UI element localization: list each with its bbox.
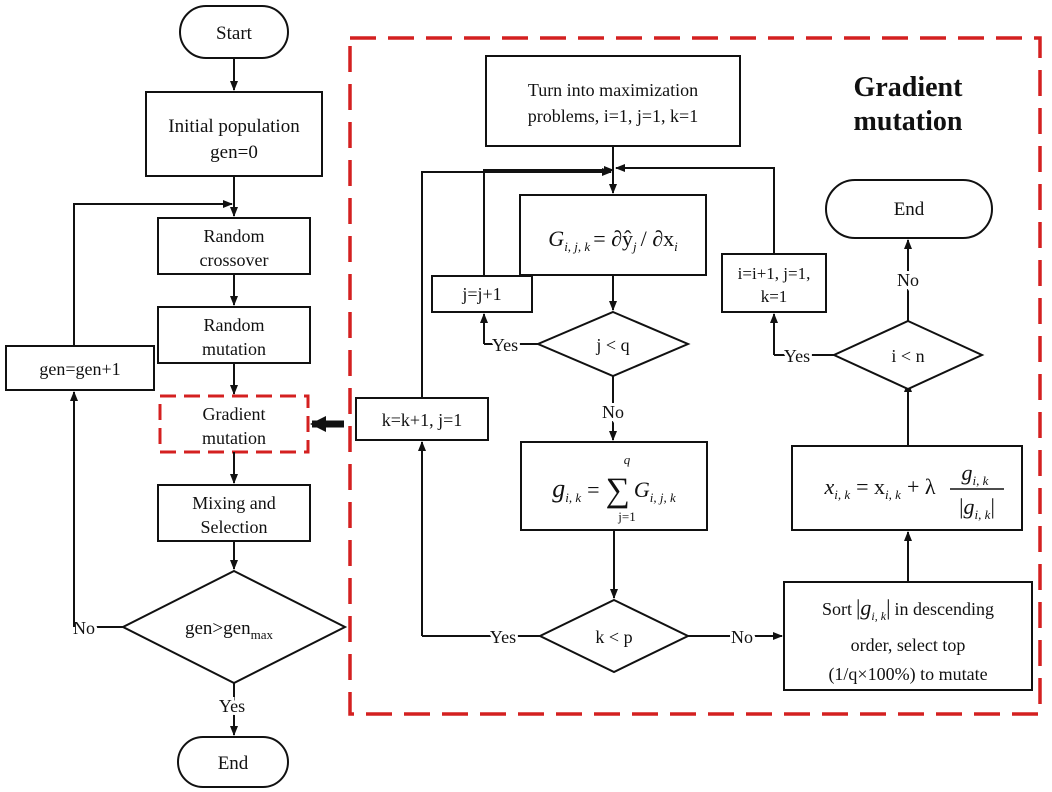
yes-label-i: Yes <box>784 346 810 366</box>
no-label-k: No <box>731 627 753 647</box>
initial-population-line2: gen=0 <box>210 142 258 163</box>
update-numerator: gi, k <box>962 460 989 488</box>
i-decision-diamond <box>831 319 985 391</box>
gradient-formula-box <box>519 194 707 276</box>
turn-maximization-line2: problems, i=1, j=1, k=1 <box>528 106 698 126</box>
sort-line3: (1/q×100%) to mutate <box>828 664 987 685</box>
k-decision-diamond <box>537 598 691 674</box>
update-formula-box <box>791 445 1023 531</box>
end-terminator-main <box>177 736 289 788</box>
random-mutation-line1: Random <box>204 315 265 335</box>
start-label: Start <box>216 23 253 44</box>
gradient-formula: Gi, j, k= ∂ŷj/ ∂xi <box>548 226 678 254</box>
yes-label-j: Yes <box>492 335 518 355</box>
gradient-sum-box <box>520 441 708 531</box>
sort-line1: Sort|gi, k|in descending <box>822 595 994 623</box>
sum-lower-limit: j=1 <box>617 509 635 524</box>
panel-title-line2: mutation <box>854 106 963 137</box>
mixing-selection-box <box>157 484 311 542</box>
generation-decision-text: gen>genmax <box>185 618 273 642</box>
sum-upper-limit: q <box>624 452 631 467</box>
random-crossover-line1: Random <box>204 226 265 246</box>
i-increment-line1: i=i+1, j=1, <box>738 264 811 283</box>
gradient-mutation-line1: Gradient <box>203 404 266 424</box>
i-increment-line2: k=1 <box>761 287 788 306</box>
panel-title-line1: Gradient <box>854 72 964 103</box>
update-denominator: |gi, k| <box>959 494 995 522</box>
k-increment-label: k=k+1, j=1 <box>382 410 462 430</box>
gen-increment-label: gen=gen+1 <box>39 359 120 379</box>
no-label-main: No <box>73 618 95 638</box>
end-label-panel: End <box>894 199 925 220</box>
sort-select-box <box>783 581 1033 691</box>
sort-line2: order, select top <box>851 635 966 655</box>
i-increment-box <box>721 253 827 313</box>
j-increment-box <box>431 275 533 313</box>
random-mutation-line2: mutation <box>202 339 266 359</box>
random-crossover-line2: crossover <box>200 250 269 270</box>
end-terminator-panel <box>825 179 993 239</box>
gen-increment-box <box>5 345 155 391</box>
gradient-mutation-line2: mutation <box>202 428 266 448</box>
end-label-main: End <box>218 753 249 774</box>
yes-label-main: Yes <box>219 696 245 716</box>
mixing-selection-line2: Selection <box>201 517 268 537</box>
no-label-j: No <box>602 402 624 422</box>
random-crossover-box <box>157 217 311 275</box>
turn-maximization-line1: Turn into maximization <box>528 80 698 100</box>
initial-population-box <box>145 91 323 177</box>
gradient-mutation-panel <box>348 36 1042 716</box>
k-decision-label: k < p <box>595 627 632 647</box>
initial-population-line1: Initial population <box>168 116 300 137</box>
i-decision-label: i < n <box>891 346 924 366</box>
j-increment-label: j=j+1 <box>461 284 501 304</box>
mixing-selection-line1: Mixing and <box>192 493 276 513</box>
gradient-sum-formula: gi, k=∑Gi, j, k <box>552 472 676 509</box>
turn-maximization-box <box>485 55 741 147</box>
no-label-i: No <box>897 270 919 290</box>
gradient-mutation-step-box <box>158 394 310 454</box>
update-formula: xi, k= xi, k+ λ <box>823 474 935 502</box>
yes-label-k: Yes <box>490 627 516 647</box>
j-decision-label: j < q <box>595 335 629 355</box>
